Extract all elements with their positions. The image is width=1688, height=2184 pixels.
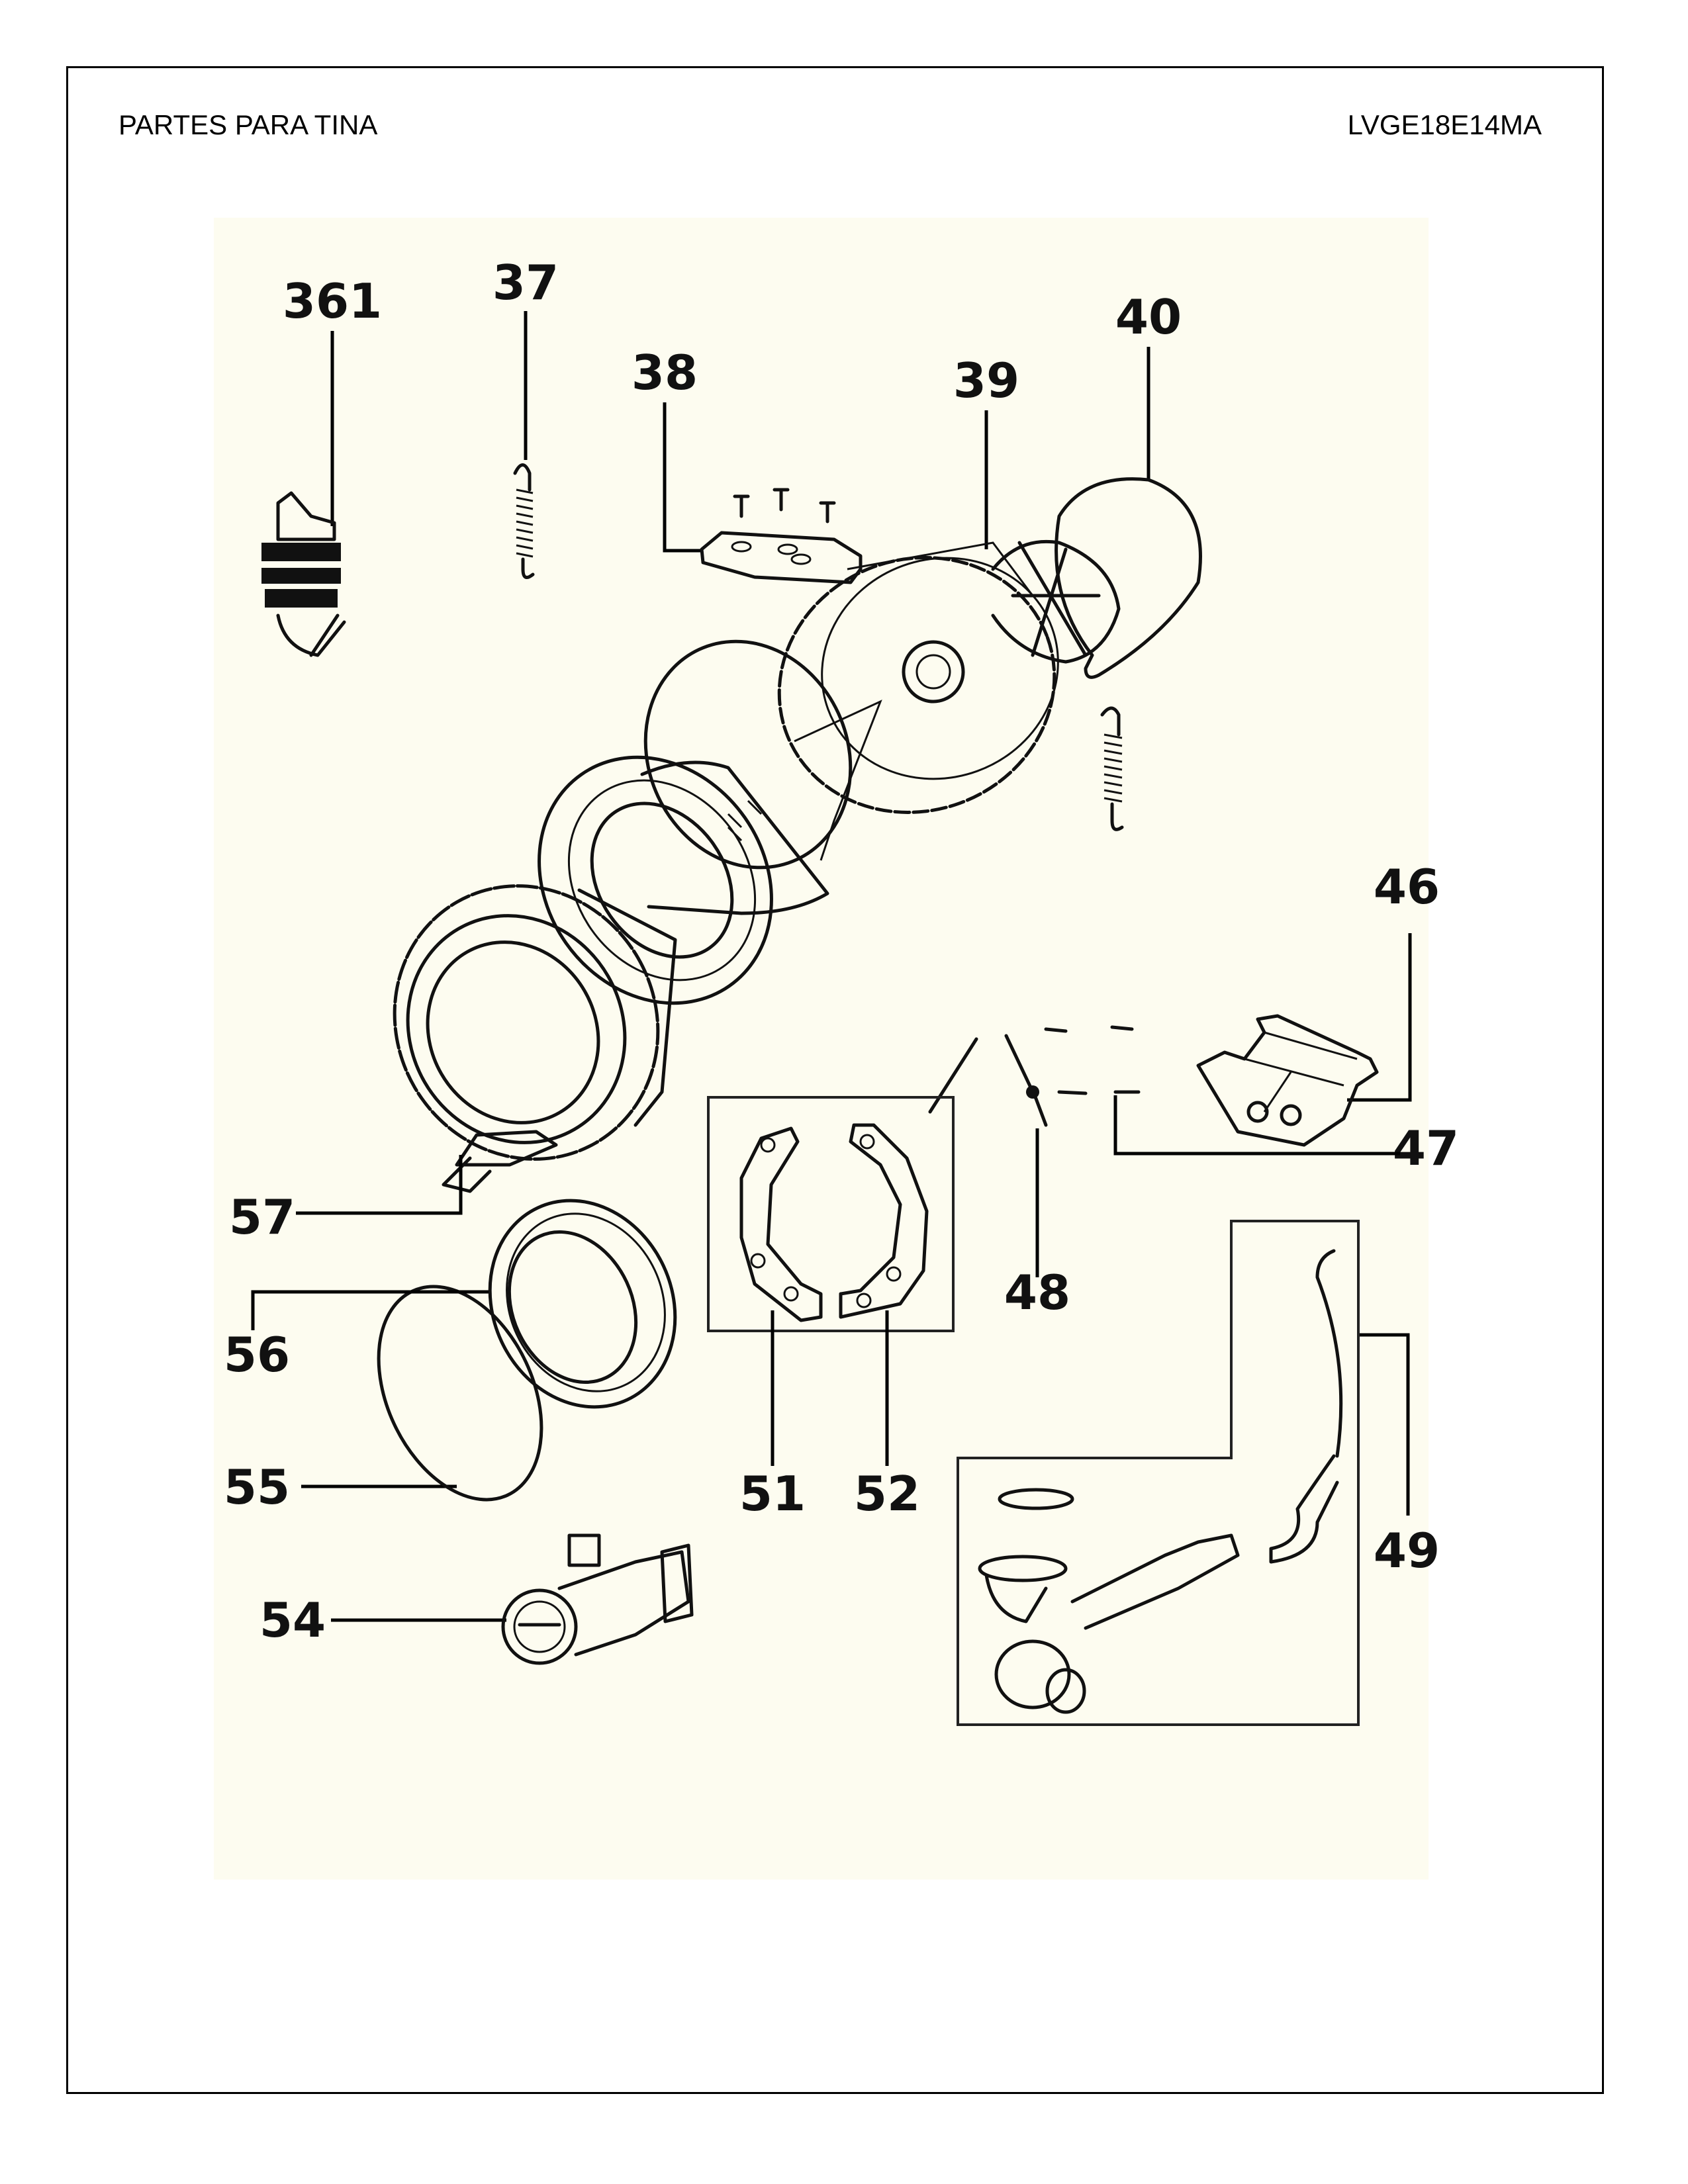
page-frame — [66, 66, 1604, 2094]
part-drum-assembly — [393, 639, 853, 1193]
leader-line-38 — [663, 402, 702, 553]
part-57-heater: 57 — [229, 1155, 463, 1245]
leader-line-46 — [1347, 933, 1412, 1102]
leader-line-49 — [1358, 1333, 1410, 1516]
part-37-spring: 37 — [492, 255, 559, 579]
model-number: LVGE18E14MA — [1347, 109, 1542, 140]
leader-line-47 — [1113, 1095, 1400, 1156]
part-361-bellows: 361 — [261, 273, 382, 657]
callout-label-38: 38 — [632, 345, 698, 400]
part-40-rear-cover: 40 — [991, 289, 1202, 679]
callout-label-54: 54 — [259, 1592, 326, 1648]
leader-line-57 — [296, 1155, 463, 1215]
diagram-panel — [214, 218, 1429, 1880]
part-spring-2 — [1100, 706, 1124, 831]
leader-line-56 — [251, 1290, 489, 1330]
part-48-dampers: 48 — [928, 1034, 1070, 1320]
callout-label-51: 51 — [739, 1466, 806, 1522]
callout-label-56: 56 — [224, 1327, 290, 1383]
part-49-drain-assembly: 49 — [957, 1220, 1440, 1726]
callout-label-49: 49 — [1374, 1523, 1440, 1578]
counterweight-box — [707, 1096, 955, 1332]
part-51-52-counterweights: 51 52 — [707, 1096, 955, 1522]
drain-assembly-box — [957, 1220, 1360, 1726]
callout-label-46: 46 — [1374, 859, 1440, 915]
part-38-bracket: 38 — [632, 345, 863, 584]
part-47-bolts: 47 — [1044, 1025, 1459, 1176]
callout-label-361: 361 — [283, 273, 382, 329]
callout-label-55: 55 — [224, 1459, 290, 1515]
page-title: PARTES PARA TINA — [118, 109, 378, 140]
callout-label-37: 37 — [492, 255, 559, 310]
callout-label-57: 57 — [229, 1189, 295, 1245]
callout-label-47: 47 — [1393, 1120, 1459, 1176]
callout-label-40: 40 — [1115, 289, 1182, 345]
part-54-drain-pump: 54 — [259, 1533, 694, 1665]
part-56-door-seal: 56 — [224, 1199, 677, 1409]
part-55-gasket: 55 — [224, 1285, 543, 1515]
callout-label-52: 52 — [854, 1466, 920, 1522]
part-46-motor-bracket: 46 — [1196, 859, 1440, 1147]
callout-label-39: 39 — [953, 353, 1019, 408]
part-39-rear-tub: 39 — [777, 353, 1059, 861]
